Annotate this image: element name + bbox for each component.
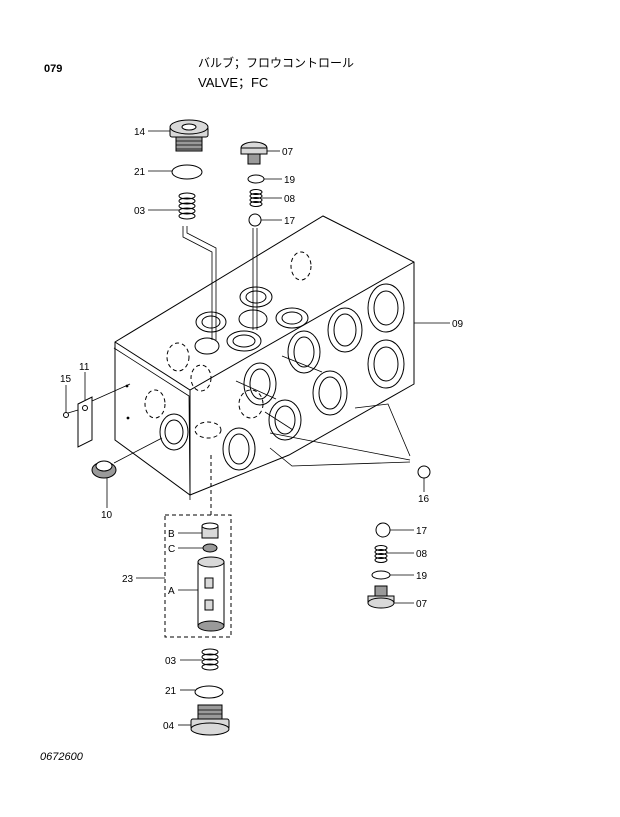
plug-14 (169, 119, 209, 152)
ball-17-top (248, 213, 262, 227)
callout-03-top: 03 (134, 206, 146, 217)
o-ring-21-top (171, 164, 203, 180)
plate-11 (77, 396, 93, 448)
callout-07-top: 07 (282, 147, 294, 158)
callout-23: 23 (122, 574, 134, 585)
callout-11: 11 (79, 362, 90, 373)
cartridge-23-boundary (164, 514, 232, 638)
callout-15: 15 (60, 374, 72, 385)
cartridge-part-A (197, 556, 225, 632)
callout-C: C (168, 544, 175, 555)
callout-08-bottom: 08 (416, 549, 428, 560)
callout-A: A (168, 586, 175, 597)
callout-B: B (168, 529, 175, 540)
title-english: VALVE；FC (198, 75, 269, 90)
callout-14: 14 (134, 127, 146, 138)
plug-04 (190, 704, 230, 736)
callout-10: 10 (101, 510, 113, 521)
page-number: 079 (44, 63, 63, 75)
cartridge-part-B (201, 522, 219, 539)
cartridge-part-C (202, 543, 218, 553)
screw-15 (63, 412, 69, 418)
leader-lines (65, 130, 450, 726)
title-japanese: バルブ；フロウコントロール (198, 56, 355, 70)
plug-10 (91, 437, 163, 479)
callout-17-top: 17 (284, 216, 296, 227)
ball-17-bottom (375, 522, 391, 538)
spring-08-top (249, 189, 263, 207)
callout-21-bottom: 21 (165, 686, 177, 697)
o-ring-19-bottom (371, 570, 391, 580)
callout-04: 04 (163, 721, 175, 732)
callout-labels: 14 21 03 07 19 08 17 09 11 15 10 16 17 0… (60, 127, 464, 732)
plug-07-top (240, 141, 268, 165)
o-ring-21-bottom (194, 685, 224, 699)
callout-17-bottom: 17 (416, 526, 428, 537)
callout-19-top: 19 (284, 175, 296, 186)
plug-07-bottom (367, 585, 395, 609)
callout-21-top: 21 (134, 167, 146, 178)
ball-16 (417, 465, 431, 479)
spring-08-bottom (374, 545, 388, 563)
spring-03-bottom (201, 648, 219, 671)
callout-19-bottom: 19 (416, 571, 428, 582)
callout-03-bottom: 03 (165, 656, 177, 667)
spring-03-top (178, 192, 196, 220)
callout-09: 09 (452, 319, 464, 330)
callout-07-bottom: 07 (416, 599, 428, 610)
o-ring-19-top (247, 174, 265, 184)
valve-body (113, 215, 415, 501)
callout-16: 16 (418, 494, 430, 505)
callout-08-top: 08 (284, 194, 296, 205)
drawing-number: 0672600 (40, 751, 83, 763)
